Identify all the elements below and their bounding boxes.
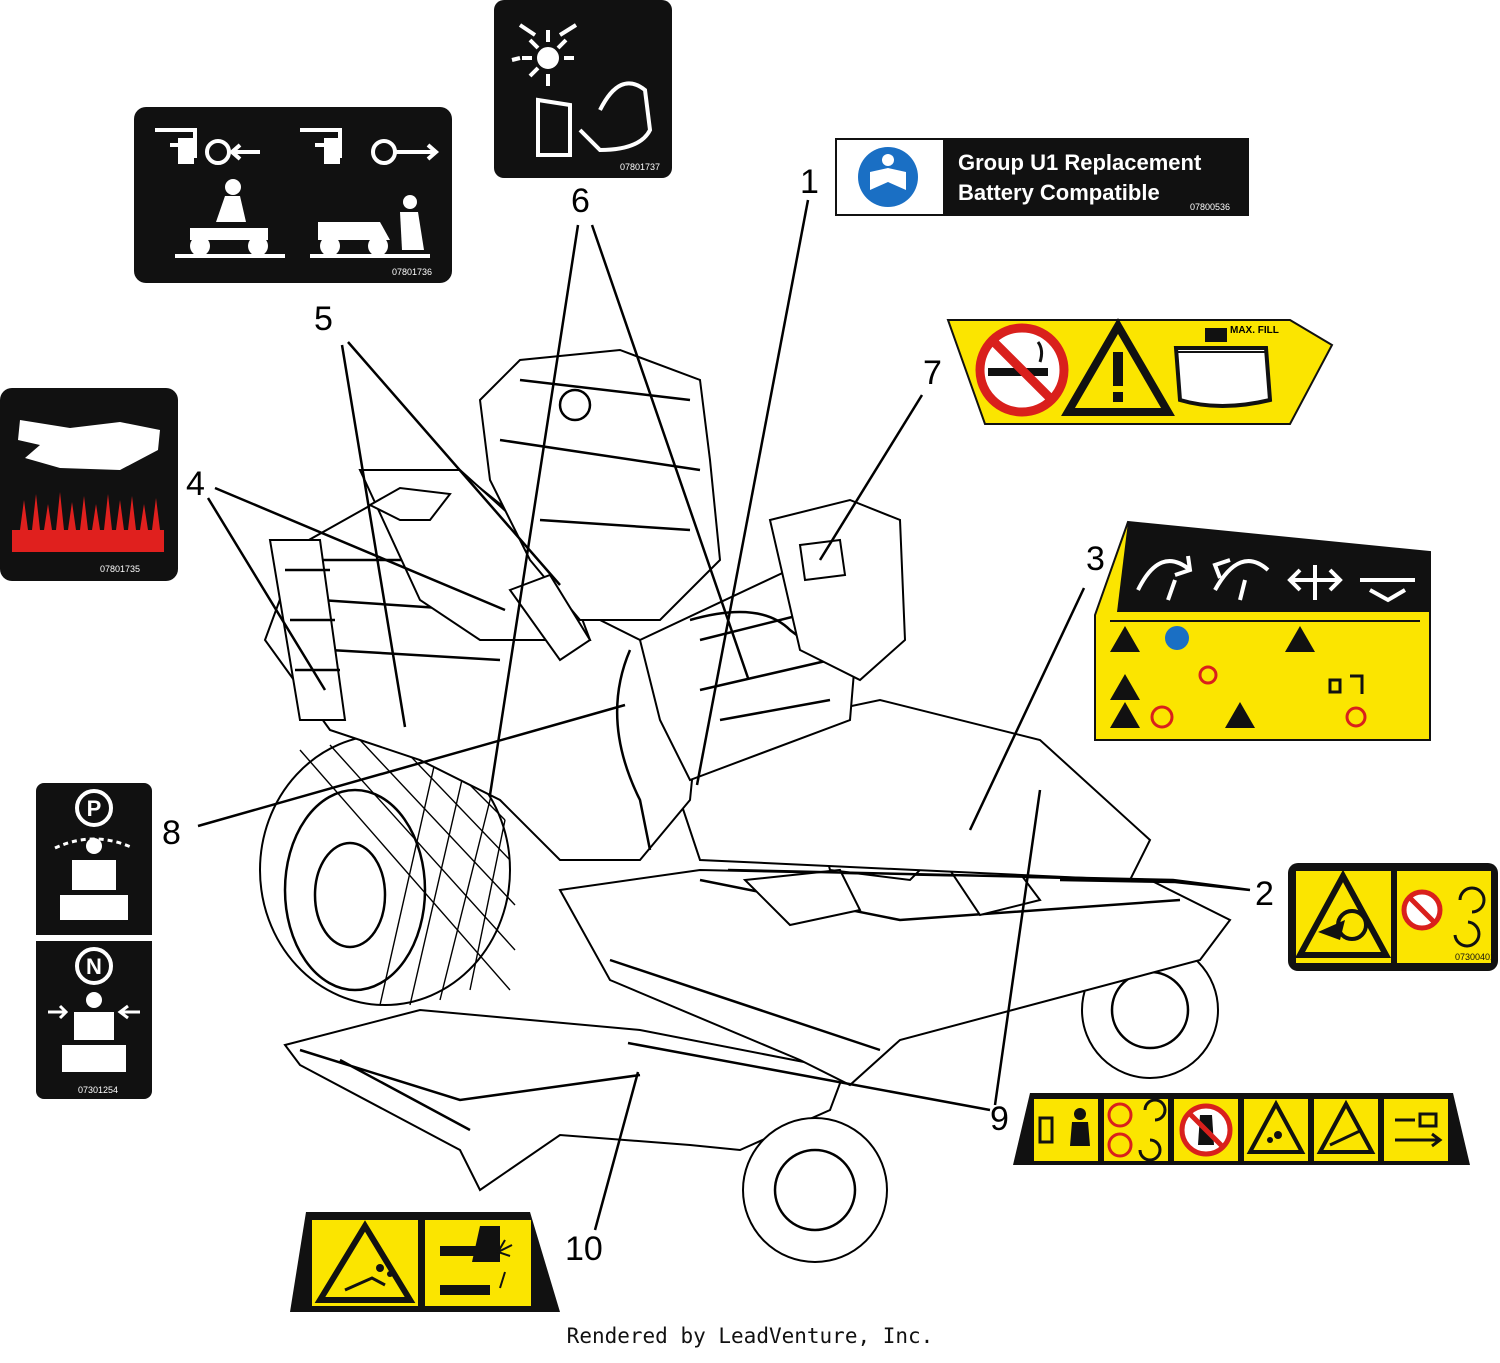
lever-forward-icon (1136, 555, 1193, 601)
battery-title-line-2: Battery Compatible (958, 180, 1160, 205)
callout-7: 7 (923, 354, 942, 392)
decal-8-part-number: 07301254 (78, 1085, 118, 1095)
walk-behind-icon (310, 195, 430, 258)
hand-icon (18, 420, 160, 470)
seat (478, 348, 722, 621)
decal-3 (1094, 520, 1431, 741)
hot-surface-flames-icon (12, 492, 164, 552)
warning-triangle-icon (1061, 318, 1175, 416)
decal-10 (290, 1212, 560, 1312)
front-caster-wheel-left (742, 1117, 888, 1263)
decal-8: P N 07301254 (36, 783, 152, 1099)
no-riders-icon (1107, 1098, 1167, 1162)
neutral-letter: N (86, 954, 102, 979)
callout-3: 3 (1086, 540, 1105, 578)
decal-7: MAX. FILL (946, 318, 1334, 425)
lever-neutral-in-icon (1360, 578, 1415, 603)
keep-distance-icon (1038, 1108, 1090, 1146)
no-smoking-icon (975, 323, 1069, 417)
reel-disengage-icon (300, 128, 440, 165)
callout-numbers: 1 2 3 4 5 6 7 8 9 10 (162, 163, 1274, 1268)
callout-6: 6 (571, 182, 590, 220)
fuel-tank-icon (1173, 328, 1273, 408)
callout-9: 9 (990, 1100, 1009, 1138)
rider-mower-icon (175, 179, 285, 258)
hand-entanglement-icon (511, 23, 653, 157)
decal-2-part-number: 07300401 (1455, 952, 1495, 962)
decal-9 (1013, 1093, 1470, 1165)
battery-title-line-1: Group U1 Replacement (958, 150, 1202, 175)
footer-credit: Rendered by LeadVenture, Inc. (566, 1324, 934, 1348)
decal-6: 07801737 (494, 0, 672, 178)
mower-deck (283, 1008, 847, 1192)
parking-brake-icon: P (54, 789, 134, 920)
callout-4: 4 (186, 465, 205, 503)
callout-5: 5 (314, 300, 333, 338)
slope-warning-icon (1316, 1099, 1376, 1154)
reel-engage-icon (155, 128, 260, 165)
decal-5-part-number: 07801736 (392, 267, 432, 277)
max-fill-label: MAX. FILL (1230, 325, 1279, 336)
no-step-icon (1179, 1103, 1233, 1157)
decal-4: 07801735 (0, 388, 178, 581)
callout-10: 10 (565, 1230, 603, 1268)
decal-5: 07801736 (134, 107, 452, 283)
foot-pedal-icon (440, 1226, 513, 1295)
decal-1-part-number: 07800536 (1190, 202, 1230, 212)
callout-8: 8 (162, 814, 181, 852)
callout-1: 1 (800, 163, 819, 201)
parking-letter: P (87, 796, 102, 821)
thrown-object-icon (1246, 1099, 1306, 1154)
decal-6-part-number: 07801737 (620, 162, 660, 172)
callout-2: 2 (1255, 875, 1274, 913)
decal-4-part-number: 07801735 (100, 564, 140, 574)
leader-lines (197, 199, 1251, 1231)
remove-key-icon (1395, 1112, 1443, 1148)
read-manual-icon (858, 147, 918, 207)
lever-neutral-out-icon (1287, 565, 1343, 600)
lever-reverse-icon (1212, 558, 1270, 601)
decal-2: 07300401 (1288, 863, 1498, 971)
decal-1: Group U1 Replacement Battery Compatible … (835, 138, 1249, 216)
thrown-debris-warning-icon (314, 1220, 416, 1303)
neutral-icon: N (48, 947, 140, 1072)
no-hand-near-belt-icon (1401, 886, 1486, 948)
hand-crush-warning-icon (1294, 869, 1392, 958)
